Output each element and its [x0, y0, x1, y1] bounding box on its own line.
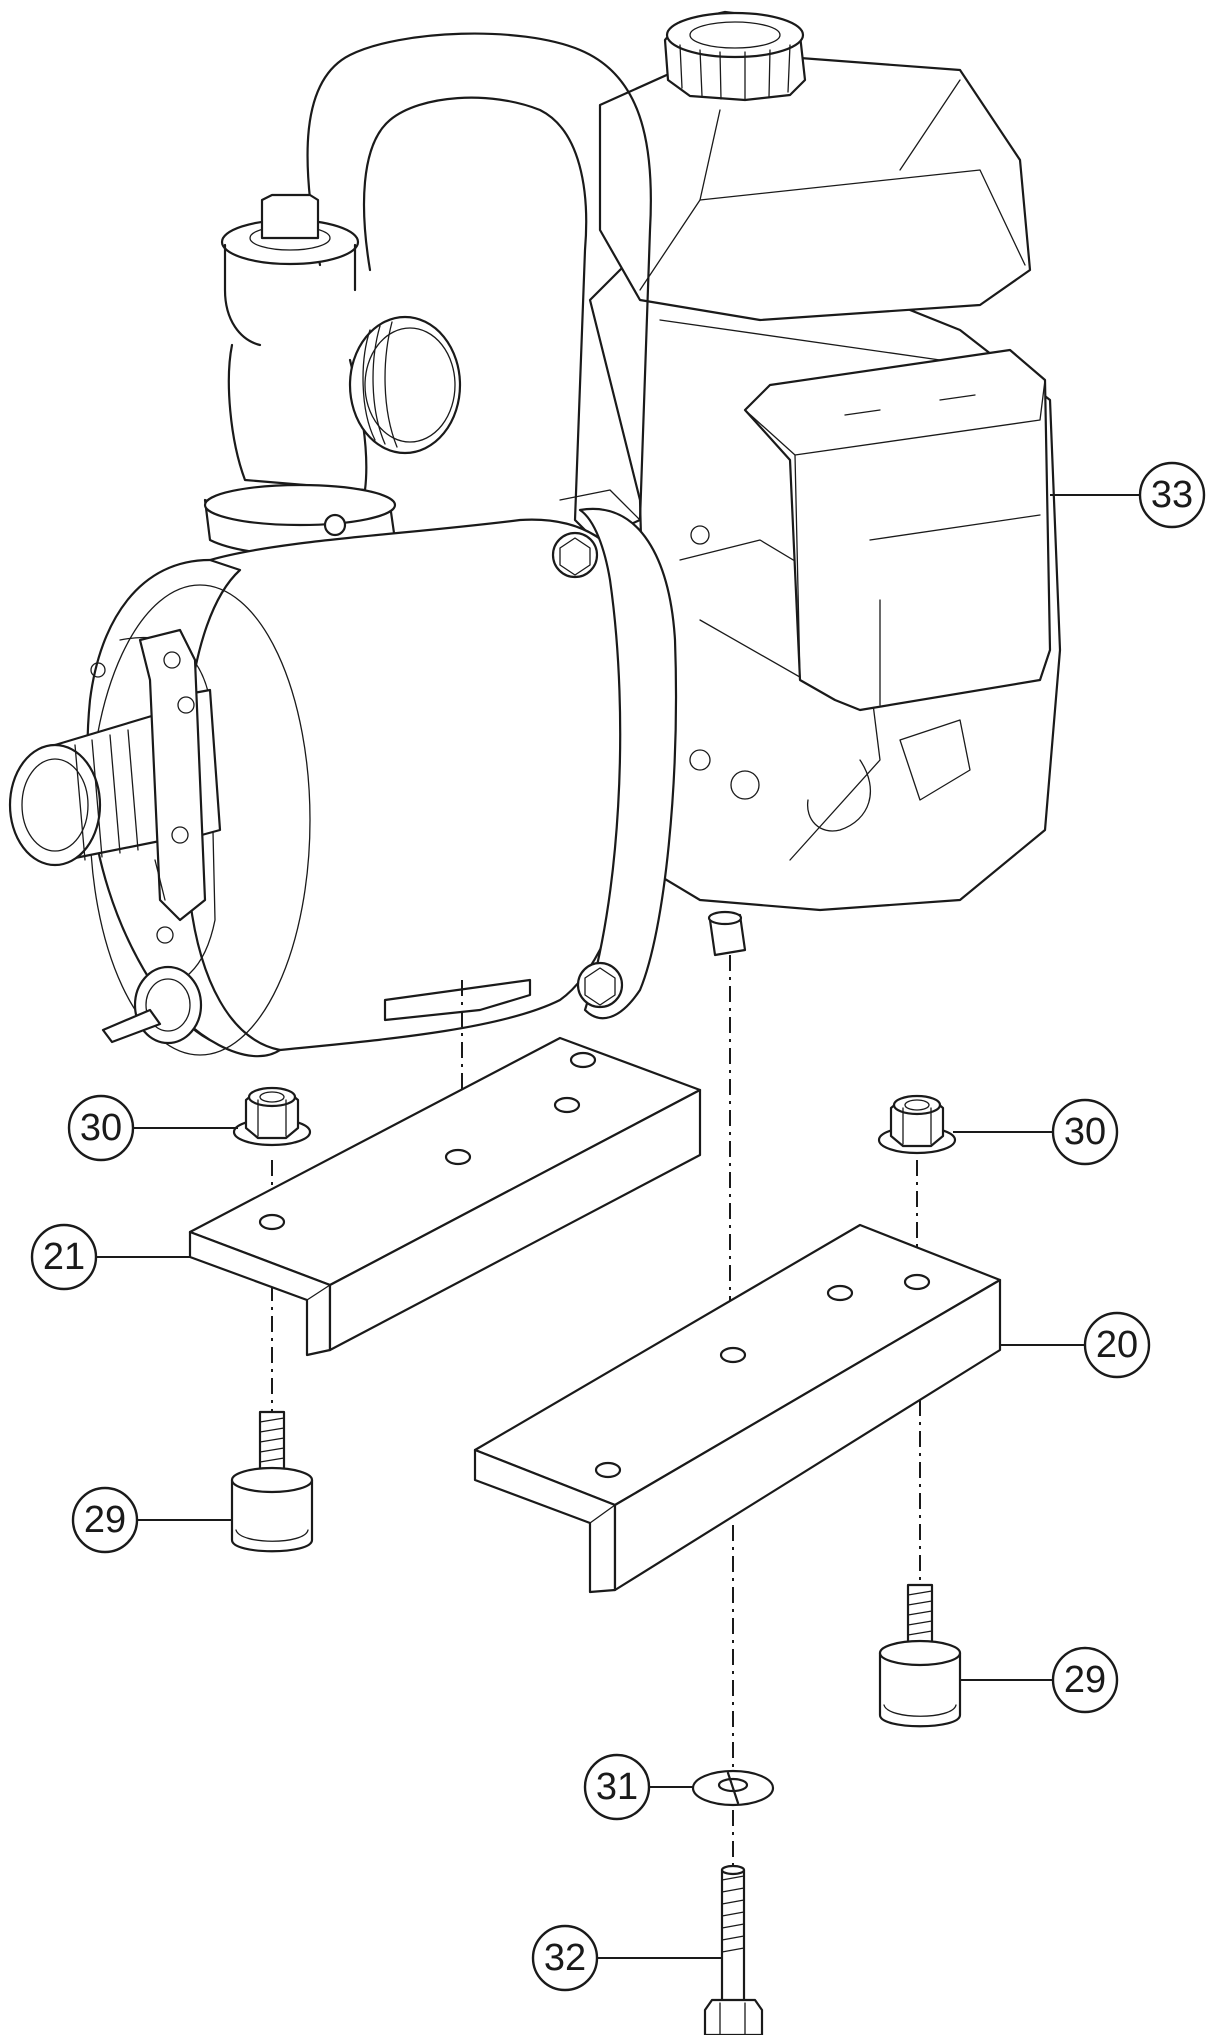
callout-20-label: 20	[1096, 1324, 1138, 1366]
hex-bolt	[703, 1864, 764, 2035]
callout-20: 20	[1083, 1311, 1151, 1379]
flange-nut-right	[877, 1094, 957, 1155]
callout-31: 31	[583, 1753, 651, 1821]
callout-29-right-label: 29	[1064, 1659, 1106, 1701]
drain-plug	[101, 965, 203, 1045]
suction-inlet	[8, 628, 222, 944]
fuel-cap	[663, 10, 807, 102]
air-cleaner-cover	[743, 348, 1052, 712]
mounting-rail-21	[188, 1036, 702, 1357]
lock-washer	[691, 1769, 775, 1807]
callout-30-left-label: 30	[80, 1107, 122, 1149]
mounting-rail-20	[473, 1223, 1002, 1594]
vibration-mount-left	[230, 1410, 314, 1553]
leader-lines	[96, 494, 1140, 1959]
callout-32-label: 32	[544, 1937, 586, 1979]
callout-30-right-label: 30	[1064, 1111, 1106, 1153]
vibration-mount-right	[878, 1583, 962, 1728]
flange-nut-left	[232, 1086, 312, 1147]
engine-mount-stud	[707, 910, 747, 957]
callout-29-right: 29	[1051, 1646, 1119, 1714]
callout-21: 21	[30, 1223, 98, 1291]
callout-30-right: 30	[1051, 1098, 1119, 1166]
callout-32: 32	[531, 1924, 599, 1992]
callout-33: 33	[1138, 461, 1206, 529]
discharge-elbow	[203, 193, 462, 557]
pump-engine-assembly	[8, 10, 1062, 1058]
fuel-tank	[598, 53, 1032, 322]
carry-handle	[306, 32, 652, 542]
callout-29-left-label: 29	[84, 1499, 126, 1541]
callout-33-label: 33	[1151, 474, 1193, 516]
callout-30-left: 30	[67, 1094, 135, 1162]
callout-21-label: 21	[43, 1236, 85, 1278]
callout-31-label: 31	[596, 1766, 638, 1808]
callout-29-left: 29	[71, 1486, 139, 1554]
